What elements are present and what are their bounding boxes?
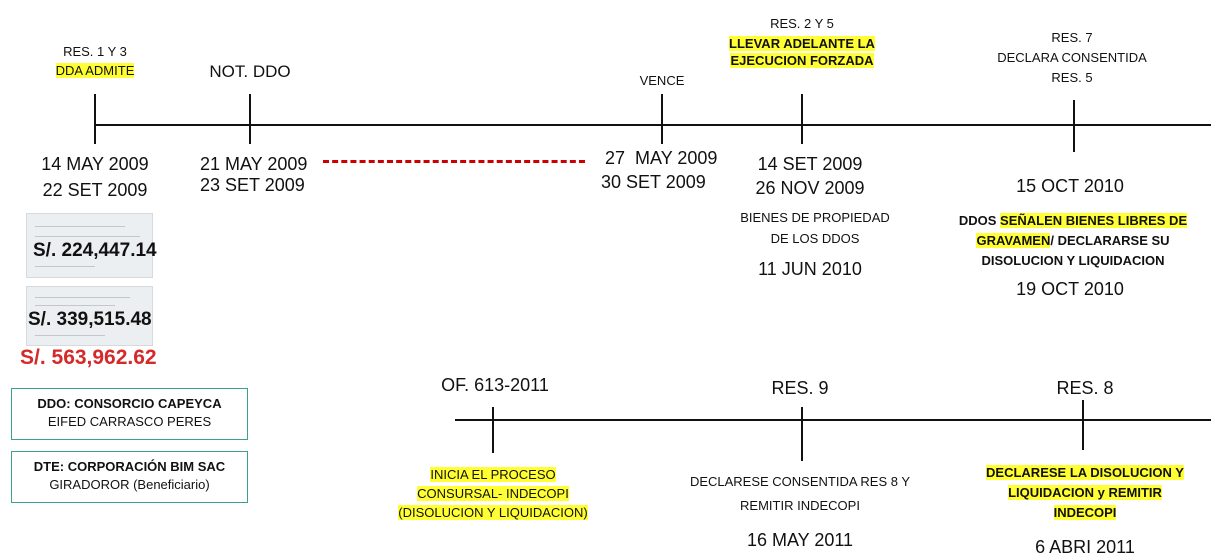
event5-note-prefix: DDOS [958,213,1001,228]
bottom-event1-label: OF. 613-2011 [441,375,549,395]
dte-title: DTE: CORPORACIÓN BIM SAC [33,459,226,474]
bottom-event1-highlight: INICIA EL PROCESO CONSURSAL- INDECOPI (D… [380,465,606,522]
event5-note-hl-1: SEÑALEN BIENES LIBRES DE [1000,213,1188,228]
event4-highlight-2: EJECUCION FORZADA [730,53,874,68]
event1-date-1: 14 MAY 2009 [41,154,149,174]
bottom-timeline-axis [455,419,1211,421]
bottom-event1-hl-2: CONSURSAL- INDECOPI [417,486,569,501]
bottom-event3-date: 6 ABRI 2011 [1035,537,1135,557]
event4-note-1: BIENES DE PROPIEDAD [740,210,890,225]
bottom-event1-hl-1: INICIA EL PROCESO [430,467,556,482]
bottom-event3-label: RES. 8 [1056,378,1114,398]
event5-label-2: DECLARA CONSENTIDA [997,50,1147,65]
top-tick-3 [661,94,663,144]
event5-note-date: 19 OCT 2010 [1016,279,1124,299]
event5-note-hl-2: GRAVAMEN [976,233,1051,248]
ddo-title: DDO: CONSORCIO CAPEYCA [37,396,222,411]
dte-sub: GIRADOROR (Beneficiario) [49,477,210,492]
event5-note-rest-2: / DECLARARSE SU [1050,233,1170,248]
bottom-tick-1 [492,407,494,453]
event3-date-2: 30 SET 2009 [601,172,706,192]
bottom-event3-hl-1: DECLARESE LA DISOLUCION Y [986,465,1184,480]
event4-note-2: DE LOS DDOS [770,231,860,246]
cheque-1-amount: S/. 224,447.14 [33,240,157,261]
bottom-tick-2 [801,407,803,461]
event4-highlight-1: LLEVAR ADELANTE LA [729,36,875,51]
total-amount: S/. 563,962.62 [20,346,157,369]
event2-date-1: 21 MAY 2009 [200,154,308,174]
event2-label: NOT. DDO [209,62,291,81]
bottom-event2-label: RES. 9 [771,378,829,398]
bottom-event2-date: 16 MAY 2011 [746,530,854,550]
event5-label-3: RES. 5 [1051,70,1093,85]
bottom-event1-hl-3: (DISOLUCION Y LIQUIDACION) [398,505,588,520]
event5-note-3: DISOLUCION Y LIQUIDACION [981,253,1165,268]
bottom-tick-3 [1082,400,1084,450]
event3-label: VENCE [639,73,685,88]
event5-note: DDOS SEÑALEN BIENES LIBRES DE GRAVAMEN/ … [935,211,1211,271]
event1-label: RES. 1 Y 3 [63,44,127,59]
cheque-image-2 [26,286,153,346]
top-timeline-axis [95,124,1211,126]
event1-highlight-wrap: DDA ADMITE [40,62,150,79]
event5-date: 15 OCT 2010 [1016,176,1124,196]
ddo-sub: EIFED CARRASCO PERES [47,414,212,429]
event4-date-2: 26 NOV 2009 [755,178,865,198]
bottom-event3-highlight: DECLARESE LA DISOLUCION Y LIQUIDACION y … [965,463,1205,523]
cheque-2-amount: S/. 339,515.48 [28,309,152,330]
bottom-event3-hl-2: LIQUIDACION y REMITIR [1008,485,1162,500]
event4-label: RES. 2 Y 5 [770,16,834,31]
cheque-image-1 [26,213,153,278]
event3-date-1: 27 MAY 2009 [605,148,718,168]
bottom-event2-note-2: REMITIR INDECOPI [740,498,860,513]
event4-note-date: 11 JUN 2010 [758,259,862,279]
event5-label-1: RES. 7 [1051,30,1093,45]
top-tick-1 [94,94,96,144]
ddo-box: DDO: CONSORCIO CAPEYCA EIFED CARRASCO PE… [11,388,248,440]
waiting-period-dash [323,160,585,163]
event4-highlight-wrap: LLEVAR ADELANTE LA EJECUCION FORZADA [712,35,892,69]
event1-date-2: 22 SET 2009 [42,180,148,200]
top-tick-4 [801,94,803,144]
top-tick-2 [249,94,251,144]
event1-highlight: DDA ADMITE [55,63,135,78]
bottom-event3-hl-3: INDECOPI [1053,505,1117,520]
bottom-event2-note-1: DECLARESE CONSENTIDA RES 8 Y [689,474,911,489]
event2-date-2: 23 SET 2009 [200,175,305,195]
dte-box: DTE: CORPORACIÓN BIM SAC GIRADOROR (Bene… [11,451,248,503]
event4-date-1: 14 SET 2009 [757,154,863,174]
top-tick-5 [1073,100,1075,152]
